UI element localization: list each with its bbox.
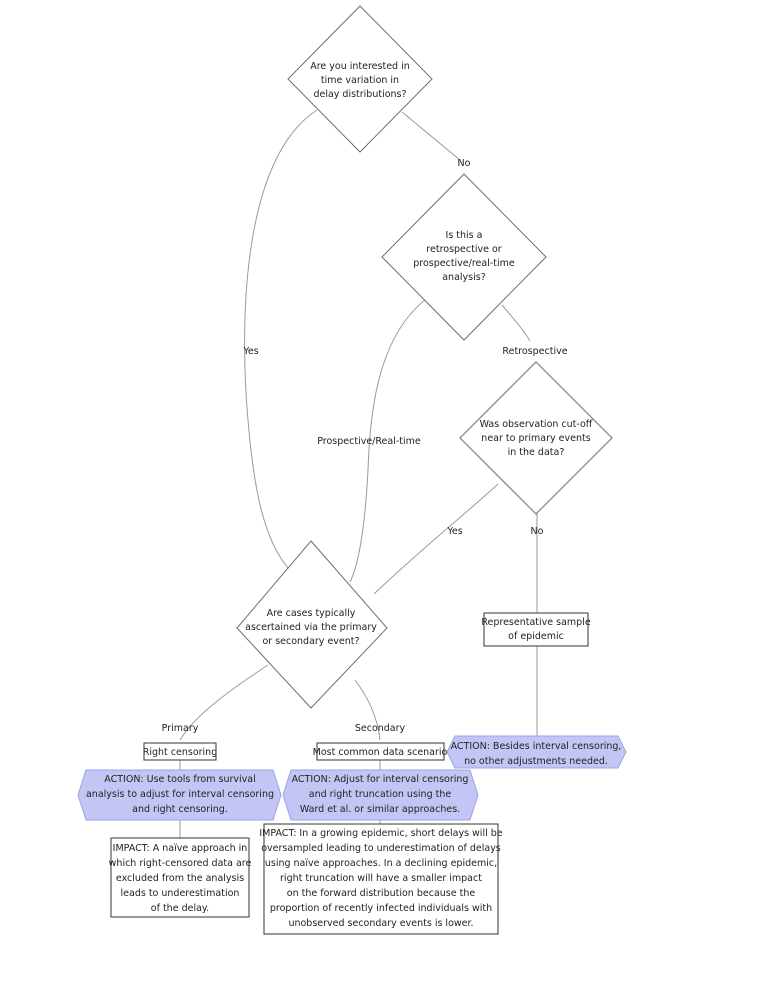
impact-growing-line-1: IMPACT: In a growing epidemic, short del… <box>259 828 502 839</box>
impact-growing-line-2: oversampled leading to underestimation o… <box>261 843 501 854</box>
edge-label-retrospective: Retrospective <box>502 346 567 357</box>
box-most-common: Most common data scenario <box>313 742 448 761</box>
impact-naive-line-2: which right-censored data are <box>109 858 252 869</box>
impact-naive-line-4: leads to underestimation <box>121 888 240 899</box>
impact-growing: IMPACT: In a growing epidemic, short del… <box>259 823 503 935</box>
impact-naive-line-3: excluded from the analysis <box>116 873 244 884</box>
decision-q1-line-2: time variation in <box>321 75 399 86</box>
edge-label-primary: Primary <box>162 723 199 734</box>
edge-q4-primary-to-right-censoring <box>179 664 269 741</box>
edge-label-no-1: No <box>458 158 471 169</box>
edge-label-secondary: Secondary <box>355 723 406 734</box>
edge-q3-yes-to-q4 <box>373 483 499 595</box>
edges <box>179 109 538 838</box>
decision-q4-line-3: or secondary event? <box>262 636 359 647</box>
action-besides: ACTION: Besides interval censoring, no o… <box>446 735 627 769</box>
impact-growing-line-3: using naïve approaches. In a declining e… <box>265 858 497 869</box>
box-representative-line-1: Representative sample <box>481 617 590 628</box>
decision-q1: Are you interested in time variation in … <box>287 5 433 153</box>
decision-q2: Is this a retrospective or prospective/r… <box>381 173 547 341</box>
action-survival: ACTION: Use tools from survival analysis… <box>77 769 282 821</box>
edge-label-yes-2: Yes <box>446 526 462 537</box>
decision-q3-line-1: Was observation cut-off <box>480 419 593 430</box>
edge-labels: No Yes Retrospective Prospective/Real-ti… <box>162 158 568 734</box>
edge-q1-no-to-q2 <box>401 111 461 161</box>
impact-naive: IMPACT: A naïve approach in which right-… <box>109 837 252 918</box>
impact-naive-line-1: IMPACT: A naïve approach in <box>113 843 248 854</box>
box-most-common-line-1: Most common data scenario <box>313 747 448 758</box>
edge-q1-yes-to-q4 <box>244 109 318 571</box>
edge-label-yes-1: Yes <box>242 346 258 357</box>
impact-growing-line-7: unobserved secondary events is lower. <box>288 918 473 929</box>
decision-q4-line-2: ascertained via the primary <box>245 622 377 633</box>
action-survival-line-3: and right censoring. <box>132 804 228 815</box>
box-representative-line-2: of epidemic <box>508 631 564 642</box>
decision-q1-line-3: delay distributions? <box>313 89 406 100</box>
decision-q1-line-1: Are you interested in <box>310 61 410 72</box>
impact-naive-line-5: of the delay. <box>151 903 209 914</box>
decision-q2-line-3: prospective/real-time <box>413 258 515 269</box>
action-ward-line-2: and right truncation using the <box>309 789 452 800</box>
decision-q4: Are cases typically ascertained via the … <box>236 540 388 709</box>
decision-q4-line-1: Are cases typically <box>267 608 356 619</box>
decision-q3: Was observation cut-off near to primary … <box>459 361 613 515</box>
decision-q2-line-2: retrospective or <box>426 244 501 255</box>
action-survival-line-2: analysis to adjust for interval censorin… <box>86 789 274 800</box>
action-ward-line-3: Ward et al. or similar approaches. <box>300 804 460 815</box>
decision-q2-line-4: analysis? <box>442 272 486 283</box>
impact-growing-line-5: on the forward distribution because the <box>287 888 476 899</box>
decision-q3-line-3: in the data? <box>508 447 565 458</box>
edge-q4-secondary-to-most-common <box>354 679 381 741</box>
edge-q2-prospective-to-q4 <box>349 299 426 583</box>
decision-q2-line-1: Is this a <box>446 230 483 241</box>
action-survival-line-1: ACTION: Use tools from survival <box>104 774 255 785</box>
box-right-censoring-line-1: Right censoring <box>143 747 217 758</box>
action-besides-line-2: no other adjustments needed. <box>464 756 608 767</box>
action-besides-line-1: ACTION: Besides interval censoring, <box>451 741 622 752</box>
edge-q2-retrospective-to-q3 <box>501 304 531 342</box>
action-ward: ACTION: Adjust for interval censoring an… <box>282 769 479 821</box>
box-right-censoring: Right censoring <box>143 742 217 761</box>
edge-label-prospective: Prospective/Real-time <box>317 436 421 447</box>
action-ward-line-1: ACTION: Adjust for interval censoring <box>292 774 469 785</box>
impact-growing-line-6: proportion of recently infected individu… <box>270 903 492 914</box>
decision-q3-line-2: near to primary events <box>481 433 590 444</box>
edge-label-no-2: No <box>531 526 544 537</box>
impact-growing-line-4: right truncation will have a smaller imp… <box>280 873 482 884</box>
box-representative: Representative sample of epidemic <box>481 612 591 647</box>
